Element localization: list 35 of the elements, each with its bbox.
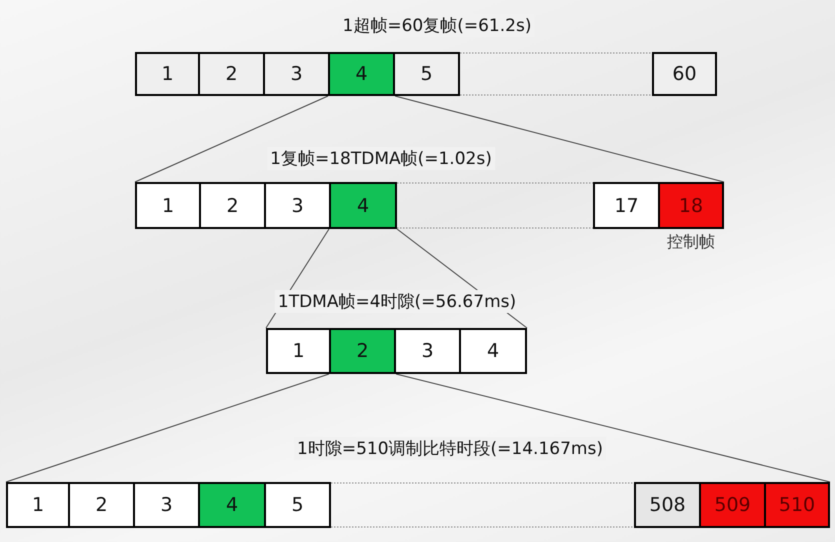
highlighted-frame-cell: 2: [329, 328, 396, 374]
highlighted-frame-cell: 4: [198, 482, 266, 528]
frame-cell: 1: [135, 52, 200, 96]
frame-cell: 3: [264, 182, 331, 229]
frame-cell: 1: [135, 182, 201, 229]
zoom-line: [6, 374, 330, 482]
zoom-line: [134, 96, 328, 182]
highlighted-frame-cell: 4: [328, 52, 395, 96]
frame-cell: 2: [198, 52, 265, 96]
cell-caption: 控制帧: [667, 232, 715, 253]
zoom-line: [394, 96, 724, 182]
dotted-gap-line: [460, 52, 652, 54]
frame-cell: 3: [394, 328, 461, 374]
frame-cell: 5: [264, 482, 331, 528]
frame-cell: 1: [6, 482, 70, 528]
dotted-gap-line: [330, 526, 634, 528]
frame-cell: 5: [393, 52, 460, 96]
dotted-gap-line: [396, 182, 594, 184]
frame-cell: 2: [199, 182, 266, 229]
control-frame-cell: 509: [699, 482, 766, 528]
control-frame-cell: 18: [658, 182, 724, 229]
control-frame-cell: 510: [764, 482, 830, 528]
frame-cell: 2: [68, 482, 135, 528]
frame-structure-title: 1复帧=18TDMA帧(=1.02s): [267, 147, 495, 170]
dotted-gap-line: [460, 94, 652, 96]
frame-cell: 60: [652, 52, 717, 96]
frame-cell: 17: [593, 182, 660, 229]
dotted-gap-line: [330, 482, 634, 484]
frame-cell: 508: [634, 482, 701, 528]
frame-cell: 3: [133, 482, 200, 528]
zoom-line: [396, 374, 830, 482]
frame-cell: 3: [263, 52, 330, 96]
frame-cell: 1: [266, 328, 331, 374]
highlighted-frame-cell: 4: [329, 182, 397, 229]
frame-cell: 4: [459, 328, 527, 374]
